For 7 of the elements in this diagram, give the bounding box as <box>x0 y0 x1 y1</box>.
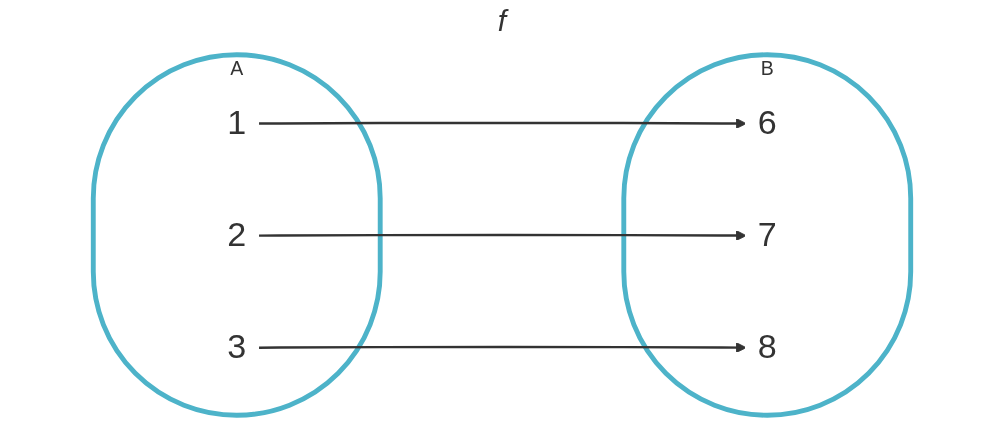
node-text: 8 <box>757 327 777 366</box>
node-text: 6 <box>757 103 777 142</box>
function-label: f <box>497 4 507 37</box>
node-text: 3 <box>227 327 247 366</box>
node-text: 2 <box>227 215 247 254</box>
node-text: 1 <box>227 103 247 142</box>
node-text: 7 <box>757 215 777 254</box>
